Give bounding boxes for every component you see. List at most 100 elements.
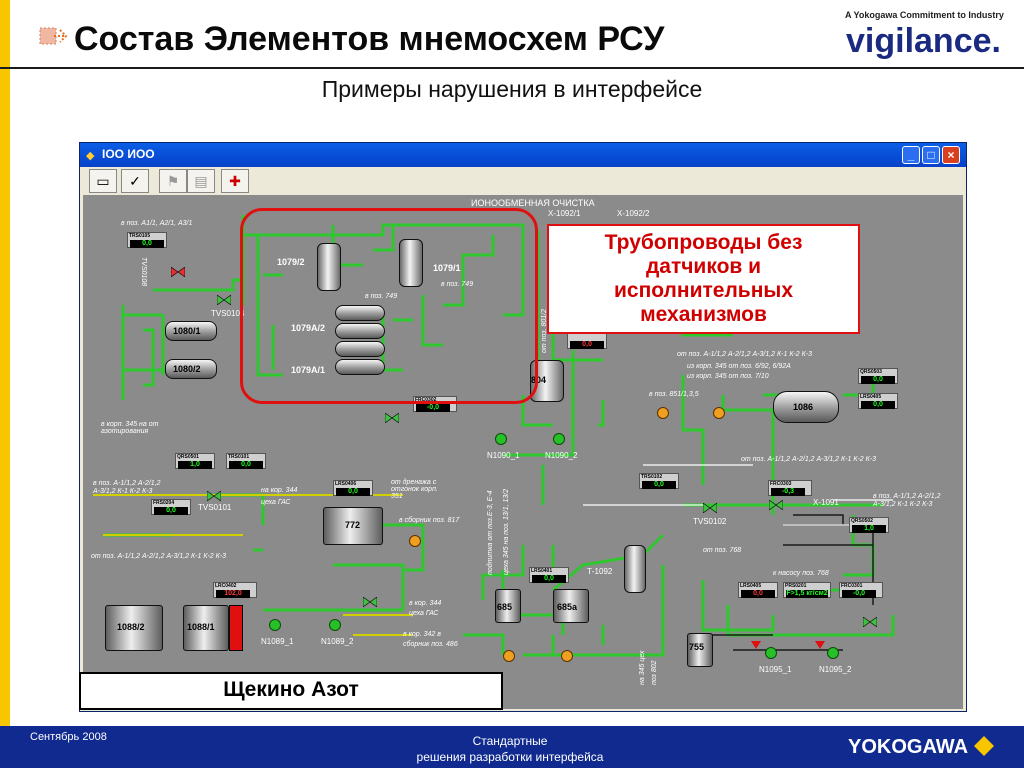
vessel-1079a2-2[interactable] (335, 323, 385, 339)
label-a1: в поз. А-1/1,2 А-2/1,2 (93, 480, 161, 487)
vessel-t1092[interactable] (624, 545, 646, 593)
instrument-frs0204[interactable]: FRS0204 0,0 (151, 499, 191, 515)
label-rv-1: подпитка от поз.Е-3, Е-4 (487, 490, 494, 575)
valve-lcv-0402[interactable] (363, 597, 377, 607)
callout-box (547, 224, 860, 334)
label-x1091: Х-1091 (813, 498, 839, 507)
monitor-icon[interactable]: ▭ (89, 169, 117, 193)
callout-line-4: механизмов (640, 303, 767, 326)
vessel-1079a2-label: 1079A/2 (291, 323, 326, 333)
pump-orange-2[interactable] (713, 407, 725, 419)
pump-n1089-2[interactable] (329, 619, 341, 631)
instrument-lrc0402[interactable]: LRC0402 102,0 (213, 582, 257, 598)
label-r-to2: А-3/1,2 К-1 К-2 К-3 (873, 501, 933, 508)
folder-icon[interactable]: ▤ (187, 169, 215, 193)
mnemo-title: ИОНООБМЕННАЯ ОЧИСТКА (471, 198, 595, 208)
tank-1088-1[interactable] (183, 605, 229, 651)
close-button[interactable]: × (942, 146, 960, 164)
valve-tvs0108-label: TVS0108 (140, 257, 147, 287)
plus-icon[interactable]: ✚ (221, 169, 249, 193)
valve-fcv-0302[interactable] (385, 413, 399, 423)
instrument-trs0105[interactable]: TRS0105 0,0 (127, 232, 167, 248)
instrument-lrs0401[interactable]: LRS0401 0,0 (529, 567, 569, 583)
pump-n1089-1-label: N1089_1 (261, 637, 294, 646)
pump-n1095-2-label: N1095_2 (819, 665, 852, 674)
tank-755-label: 755 (689, 642, 705, 652)
instrument-qrs0502[interactable]: QRS0502 1,0 (849, 517, 889, 533)
pump-orange-3[interactable] (409, 535, 421, 547)
instrument-lrs0406[interactable]: LRS0406 0,0 (333, 480, 373, 496)
vessel-1080-1[interactable] (165, 321, 217, 341)
pump-n1090-2[interactable] (553, 433, 565, 445)
tank-1088-2[interactable] (105, 605, 163, 651)
vessel-1079a1-label: 1079A/1 (291, 365, 326, 375)
pump-n1090-1[interactable] (495, 433, 507, 445)
instrument-frc0302[interactable]: FRC0302 -0,0 (413, 396, 457, 412)
window-titlebar[interactable]: ◆ IOO ИОО _ □ × (80, 143, 966, 167)
tank-772[interactable] (323, 507, 383, 545)
vessel-1079a1-2[interactable] (335, 359, 385, 375)
alarm-triangle-icon (751, 641, 761, 649)
pump-orange-4[interactable] (503, 650, 515, 662)
caption-box (79, 672, 503, 710)
label-817: в сборник поз. 817 (399, 517, 460, 524)
tank-685[interactable] (495, 589, 521, 623)
highlight-frame (240, 208, 538, 404)
pump-orange-5[interactable] (561, 650, 573, 662)
callout-text: Трубопроводы без датчиков и исполнительн… (547, 231, 860, 327)
instrument-lrs0405-b[interactable]: LRS0405 0,0 (738, 582, 778, 598)
label-486: сборник поз. 486 (403, 641, 458, 648)
vessel-1079-2-label: 1079/2 (277, 257, 305, 267)
pump-n1095-1[interactable] (765, 647, 777, 659)
vessel-1079-2[interactable] (317, 243, 341, 291)
instrument-frc0301[interactable]: FRC0301 -0,0 (839, 582, 883, 598)
label-rv-2: цеха 345 на поз. 13/1, 13/2 (503, 488, 510, 575)
valve-fcv-0301[interactable] (863, 617, 877, 627)
label-r-to: в поз. А-1/1,2 А-2/1,2 (873, 493, 941, 500)
pump-orange-1[interactable] (657, 407, 669, 419)
valve-tvs0102[interactable] (703, 503, 717, 513)
pump-n1090-1-label: N1090_1 (487, 451, 520, 460)
instrument-lrs0405[interactable]: LRS0405 0,0 (858, 393, 898, 409)
tank-772-label: 772 (345, 520, 361, 530)
instrument-prs0201[interactable]: PRS0201 F>1,5 кг/см2 (783, 582, 831, 598)
valve-fcv-0303[interactable] (769, 500, 783, 510)
label-gas-b: цеха ГАС (409, 610, 439, 617)
label-gas-a: цеха ГАС (261, 499, 291, 506)
vessel-804[interactable] (530, 360, 564, 402)
label-x1092-2: X-1092/2 (617, 209, 650, 218)
maximize-button[interactable]: □ (922, 146, 940, 164)
label-x1092-1: X-1092/1 (548, 209, 581, 218)
valve-tvs0108[interactable] (171, 267, 185, 277)
pump-n1090-2-label: N1090_2 (545, 451, 578, 460)
flag-icon[interactable]: ⚑ (159, 169, 187, 193)
instrument-hidden[interactable]: 0,0 (567, 333, 607, 349)
pump-n1095-1-label: N1095_1 (759, 665, 792, 674)
vessel-1079a2-1[interactable] (335, 305, 385, 321)
vessel-1079-1[interactable] (399, 239, 423, 287)
vessel-1080-1-label: 1080/1 (173, 326, 201, 336)
instrument-qrs0503[interactable]: QRS0503 0,0 (858, 368, 898, 384)
label-344a: на кор. 344 (261, 487, 298, 494)
label-749a: в поз. 749 (365, 293, 398, 300)
valve-tvs0104[interactable] (217, 295, 231, 305)
footer-bar (0, 726, 1024, 768)
vessel-1080-2[interactable] (165, 359, 217, 379)
pump-n1089-2-label: N1089_2 (321, 637, 354, 646)
valve-tvs0101-label: TVS0101 (198, 503, 232, 512)
valve-tvs0101[interactable] (207, 491, 221, 501)
minimize-button[interactable]: _ (902, 146, 920, 164)
instrument-trs0101[interactable]: TRS0101 0,0 (226, 453, 266, 469)
valve-tvs0104-label: TVS0104 (211, 309, 245, 318)
vessel-1079a1-1[interactable] (335, 341, 385, 357)
instrument-trs0102[interactable]: TRS0102 0,0 (639, 473, 679, 489)
check-icon[interactable]: ✓ (121, 169, 149, 193)
vessel-1086[interactable] (773, 391, 839, 423)
tank-685a[interactable] (553, 589, 589, 623)
instrument-qrs0501[interactable]: QRS0501 1,0 (175, 453, 215, 469)
tank-755[interactable] (687, 633, 713, 667)
pump-n1089-1[interactable] (269, 619, 281, 631)
pump-n1095-2[interactable] (827, 647, 839, 659)
label-768a: от поз. 768 (703, 547, 742, 554)
instrument-frc0303[interactable]: FRC0303 -0,3 (768, 480, 812, 496)
